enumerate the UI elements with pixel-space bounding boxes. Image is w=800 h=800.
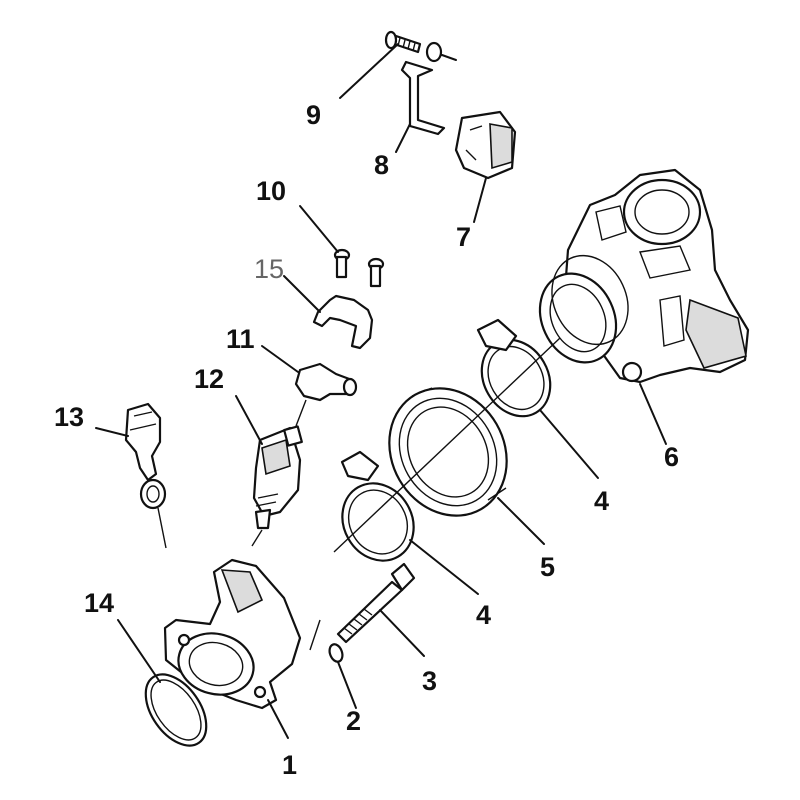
leader-lines (95, 43, 667, 739)
callout-12: 12 (194, 364, 224, 394)
callout-10: 10 (256, 176, 286, 206)
callout-5: 5 (540, 552, 555, 582)
callout-2: 2 (346, 706, 361, 736)
callout-4-lower: 4 (476, 600, 491, 630)
part-2-washer (328, 643, 344, 663)
part-4-clamp-left (340, 450, 415, 562)
part-13-sensor (124, 402, 167, 510)
callout-6: 6 (664, 442, 679, 472)
callout-9: 9 (306, 100, 321, 130)
callout-8: 8 (374, 150, 389, 180)
part-1-intake-flange (163, 558, 302, 710)
part-11-elbow (294, 362, 358, 402)
part-5-intake-boot (388, 387, 508, 517)
callout-4-upper: 4 (594, 486, 609, 516)
callout-14: 14 (84, 588, 114, 618)
part-3-bolt (336, 562, 416, 644)
part-14-o-ring (144, 673, 208, 747)
callout-labels: 1 2 3 4 4 5 6 7 8 9 10 15 11 12 13 14 (54, 100, 679, 780)
part-6-throttle-body (538, 168, 750, 384)
part-9-screw (384, 30, 457, 63)
part-8-bracket (400, 60, 446, 136)
part-15-clip (312, 294, 374, 350)
callout-11: 11 (226, 324, 255, 354)
part-7-sensor (454, 110, 517, 180)
callout-15: 15 (254, 254, 284, 284)
part-10-bolts (333, 248, 385, 288)
callout-1: 1 (282, 750, 297, 780)
callout-7: 7 (456, 222, 471, 252)
part-12-injector (252, 425, 303, 530)
callout-13: 13 (54, 402, 84, 432)
callout-3: 3 (422, 666, 437, 696)
part-4-clamp-right (476, 318, 552, 418)
assembly-axis-lines (157, 337, 561, 651)
